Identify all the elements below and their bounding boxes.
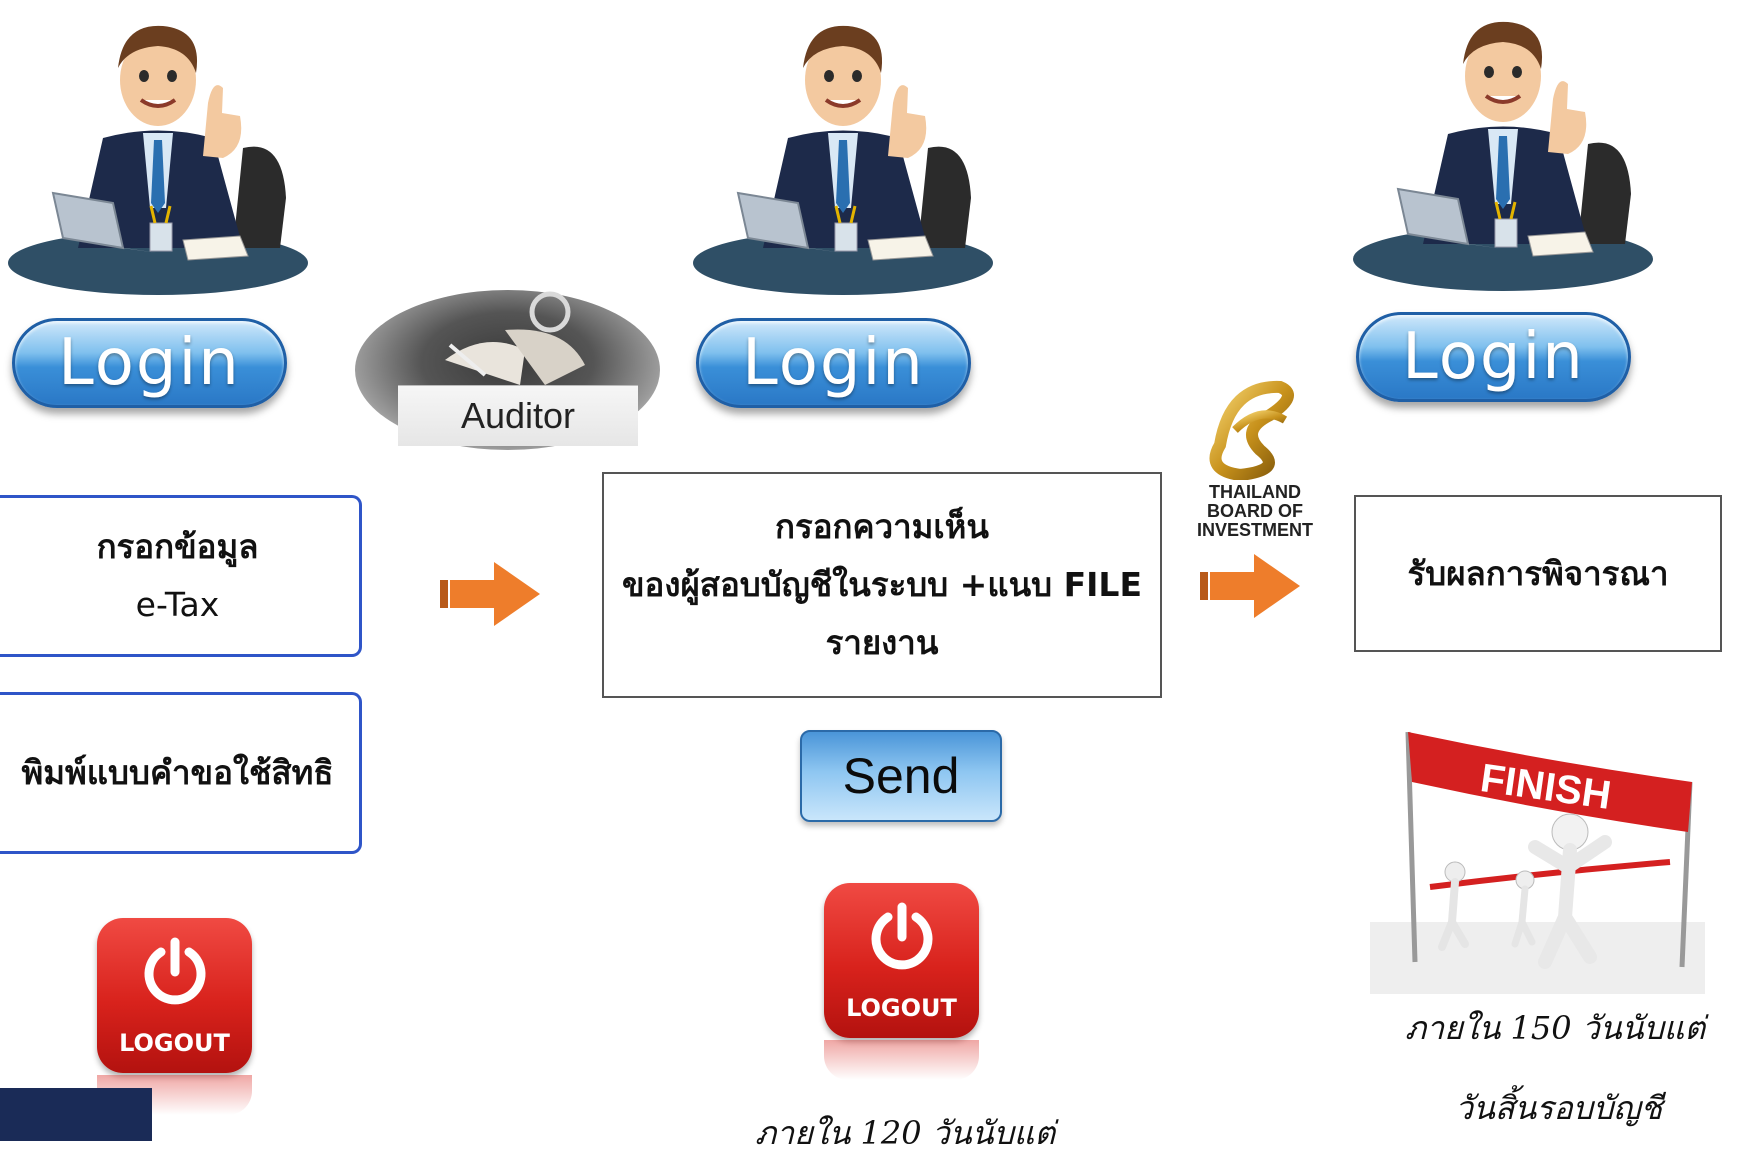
login-button-step3[interactable]: Login (1356, 312, 1631, 402)
deadline-note-150: ภายใน 150 วันนับแต่ (1405, 1009, 1706, 1047)
finish-line-illustration: FINISH (1370, 722, 1705, 994)
logout-button-step2[interactable]: LOGOUT (824, 883, 979, 1038)
logout-label: LOGOUT (119, 1029, 230, 1057)
power-icon (871, 902, 933, 970)
boi-line: BOARD OF (1207, 501, 1303, 521)
enter-etax-box: กรอกข้อมูล e-Tax (0, 495, 362, 657)
print-request-box: พิมพ์แบบคำขอใช้สิทธิ (0, 692, 362, 854)
arrow-right-icon (440, 560, 540, 628)
magnifier-icon (445, 291, 585, 385)
logout-reflection (824, 1040, 979, 1080)
finish-banner-text: FINISH (1478, 756, 1614, 818)
deadline-note-120: ภายใน 120 วันนับแต่ (755, 1114, 1056, 1152)
login-button-step1[interactable]: Login (12, 318, 287, 408)
box-line: รายงาน (825, 622, 939, 662)
boi-line: THAILAND (1209, 482, 1301, 502)
box-line: กรอกข้อมูล (96, 527, 259, 567)
logout-button-step1[interactable]: LOGOUT (97, 918, 252, 1073)
boi-line: INVESTMENT (1196, 520, 1313, 540)
box-line: พิมพ์แบบคำขอใช้สิทธิ (21, 753, 334, 793)
slide-corner-decoration (0, 1088, 152, 1141)
receive-result-box: รับผลการพิจารณา (1354, 495, 1722, 652)
logout-label: LOGOUT (846, 994, 957, 1022)
businessman-illustration (1353, 4, 1663, 294)
boi-logo-text: THAILAND BOARD OF INVESTMENT (1185, 483, 1325, 540)
auditor-opinion-box: กรอกความเห็น ของผู้สอบบัญชีในระบบ +แนบ F… (602, 472, 1162, 698)
businessman-illustration (8, 8, 318, 298)
box-line: e-Tax (135, 585, 220, 624)
box-line: ของผู้สอบบัญชีในระบบ +แนบ FILE (621, 565, 1142, 605)
login-button-step2[interactable]: Login (696, 318, 971, 408)
arrow-right-icon (1200, 552, 1300, 620)
deadline-note-fiscal-end: วันสิ้นรอบบัญชี (1455, 1089, 1663, 1127)
box-line: รับผลการพิจารณา (1407, 553, 1669, 593)
box-line: กรอกความเห็น (775, 507, 989, 547)
businessman-illustration (693, 8, 1003, 298)
send-button[interactable]: Send (800, 730, 1002, 822)
boi-logo-icon (1200, 375, 1310, 482)
power-icon (144, 937, 206, 1005)
auditor-nameplate: Auditor (398, 385, 638, 446)
